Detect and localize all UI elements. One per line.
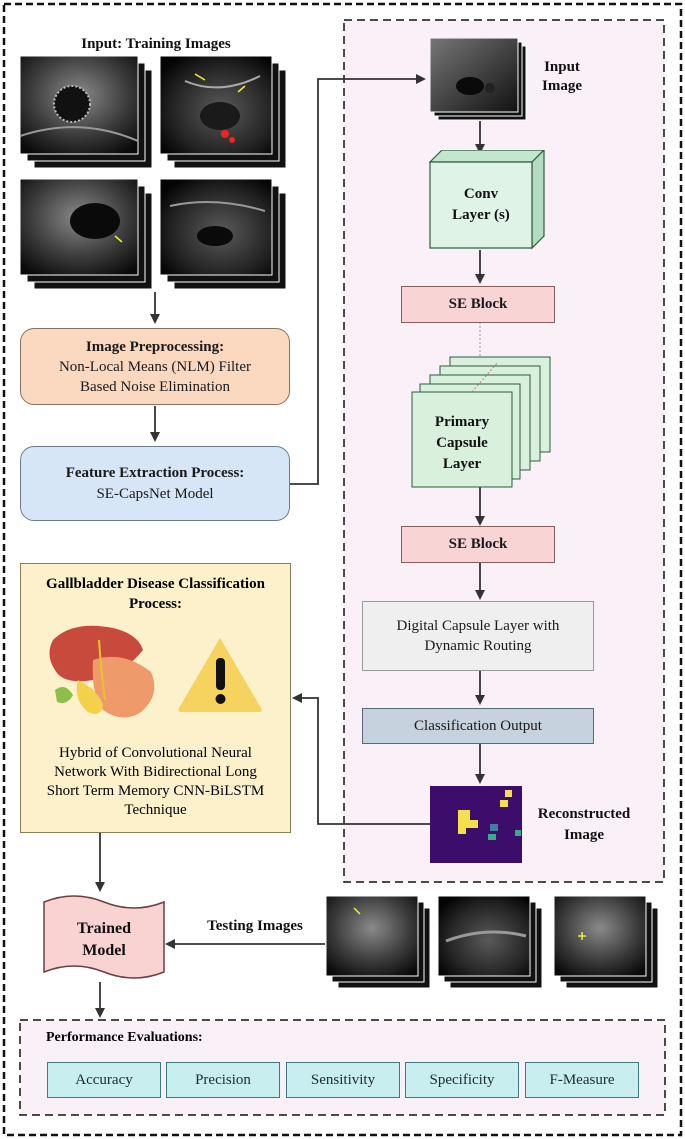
input-image-label: Input Image bbox=[526, 58, 598, 96]
metric-f-measure: F-Measure bbox=[525, 1062, 639, 1098]
performance-title: Performance Evaluations: bbox=[46, 1030, 203, 1045]
preprocessing-line1: Non-Local Means (NLM) Filter bbox=[58, 358, 252, 375]
ultrasound-thumbnail-2 bbox=[159, 56, 287, 169]
classification-title-line1: Gallbladder Disease Classification bbox=[46, 576, 265, 592]
training-images-title: Input: Training Images bbox=[81, 36, 231, 52]
metric-sensitivity: Sensitivity bbox=[286, 1062, 400, 1098]
conv-layer-line1: Conv bbox=[463, 186, 499, 202]
trained-model-label: Trained Model bbox=[44, 918, 164, 962]
input-image-thumbnail bbox=[430, 38, 527, 121]
metric-accuracy: Accuracy bbox=[47, 1062, 161, 1098]
reconstructed-image bbox=[430, 786, 522, 863]
training-image-thumbnails bbox=[20, 56, 287, 290]
input-image-line2: Image bbox=[542, 78, 582, 94]
digital-capsule-line2: Dynamic Routing bbox=[424, 638, 532, 654]
trained-model-line1: Trained bbox=[77, 920, 131, 937]
ultrasound-thumbnail-3 bbox=[20, 178, 153, 290]
classification-line1: Hybrid of Convolutional Neural bbox=[59, 745, 252, 761]
trained-model-line2: Model bbox=[82, 942, 126, 959]
classification-line2: Network With Bidirectional Long bbox=[54, 764, 257, 780]
testing-images-title: Testing Images bbox=[207, 918, 303, 934]
arrow-feature-to-input-image bbox=[290, 74, 426, 485]
conv-layer-label: Conv Layer (s) bbox=[430, 184, 532, 226]
reconstructed-image-label: Reconstructed Image bbox=[524, 804, 644, 846]
classification-line3: Short Term Memory CNN-BiLSTM bbox=[46, 783, 265, 799]
testing-thumbnail-3 bbox=[553, 896, 659, 989]
primary-capsule-stack bbox=[411, 356, 551, 488]
primary-capsule-line3: Layer bbox=[442, 456, 482, 472]
ultrasound-thumbnail-4 bbox=[159, 178, 287, 290]
testing-thumbnail-1 bbox=[326, 896, 431, 989]
primary-capsule-line2: Capsule bbox=[436, 435, 488, 451]
digital-capsule-line1: Digital Capsule Layer with bbox=[396, 618, 560, 634]
reconstructed-line1: Reconstructed bbox=[537, 806, 631, 822]
metric-precision: Precision bbox=[166, 1062, 280, 1098]
liver-gallbladder-icon bbox=[49, 625, 155, 718]
se-block-2: SE Block bbox=[401, 526, 555, 563]
input-image-line1: Input bbox=[544, 59, 580, 75]
metric-specificity: Specificity bbox=[405, 1062, 519, 1098]
digital-capsule-box: Digital Capsule Layer with Dynamic Routi… bbox=[362, 601, 594, 671]
ultrasound-thumbnail-1 bbox=[20, 56, 153, 169]
classification-description: Hybrid of Convolutional Neural Network W… bbox=[21, 744, 290, 820]
feature-extraction-line1: SE-CapsNet Model bbox=[96, 485, 214, 502]
feature-extraction-box: Feature Extraction Process: SE-CapsNet M… bbox=[20, 446, 290, 521]
feature-extraction-title: Feature Extraction Process: bbox=[65, 464, 245, 481]
arrow-reconstructed-to-classification bbox=[292, 693, 430, 825]
conv-layer-line2: Layer (s) bbox=[452, 207, 510, 223]
preprocessing-title: Image Preprocessing: bbox=[85, 338, 225, 355]
classification-title: Gallbladder Disease Classification Proce… bbox=[21, 574, 290, 614]
preprocessing-box: Image Preprocessing: Non-Local Means (NL… bbox=[20, 328, 290, 405]
primary-capsule-line1: Primary bbox=[434, 414, 490, 430]
testing-thumbnail-2 bbox=[437, 896, 543, 989]
reconstructed-line2: Image bbox=[564, 827, 604, 843]
classification-output-box: Classification Output bbox=[362, 708, 594, 744]
trained-model-shape bbox=[43, 895, 165, 979]
primary-capsule-label: Primary Capsule Layer bbox=[412, 412, 512, 475]
conv-layer-cube bbox=[428, 150, 545, 250]
testing-image-thumbnails bbox=[326, 896, 659, 989]
classification-title-line2: Process: bbox=[128, 596, 183, 612]
classification-line4: Technique bbox=[124, 802, 187, 818]
preprocessing-line2: Based Noise Elimination bbox=[80, 378, 230, 395]
classification-box: Gallbladder Disease Classification Proce… bbox=[20, 563, 291, 833]
se-block-1: SE Block bbox=[401, 286, 555, 323]
warning-icon bbox=[178, 638, 262, 712]
